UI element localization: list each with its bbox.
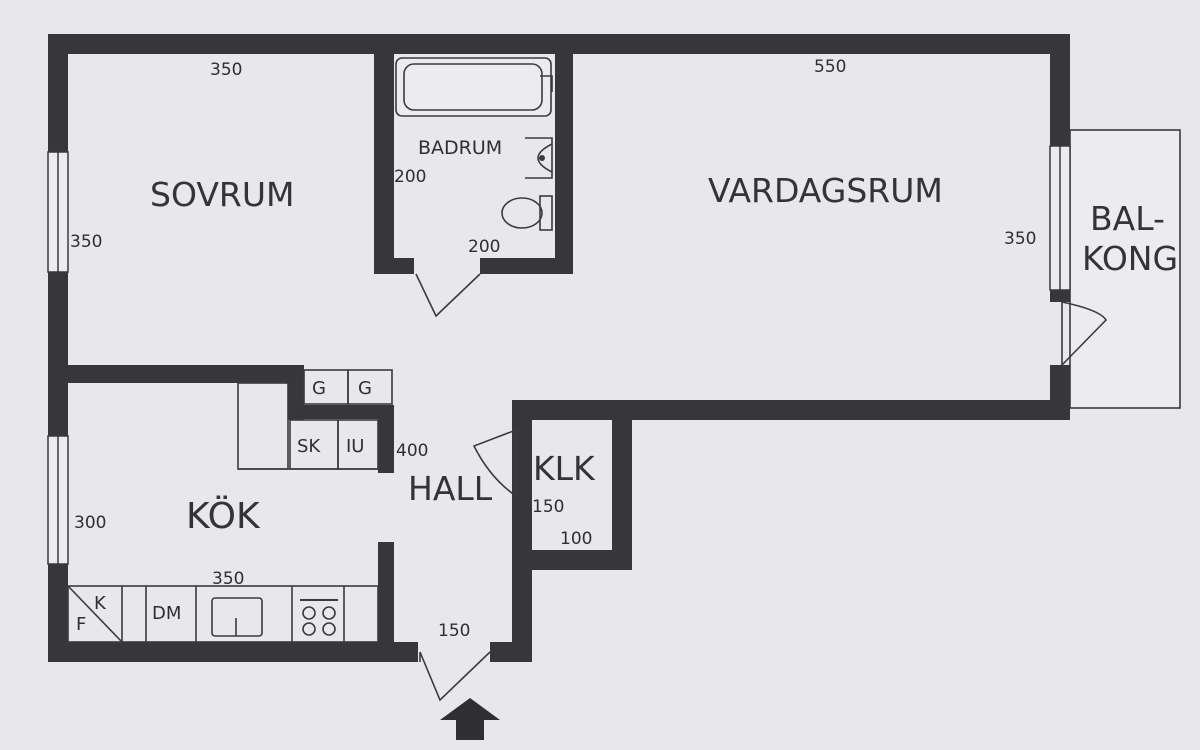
bedroom-kitchen-wall: [48, 365, 303, 383]
dim-living-depth: 350: [1004, 229, 1036, 249]
kitchen-hall-wall-stub: [378, 405, 394, 473]
stove: [300, 599, 338, 636]
room-label-hall: HALL: [408, 469, 493, 508]
dim-closet-depth: 150: [532, 497, 564, 517]
bathroom-sink: [525, 137, 553, 179]
window-kitchen: [47, 435, 69, 565]
room-label-bedroom: SOVRUM: [150, 175, 294, 214]
dim-bathroom-depth: 200: [394, 167, 426, 187]
door-balcony[interactable]: [1061, 301, 1108, 366]
kitchen-hall-wall-lower: [378, 542, 394, 662]
balcony: [1069, 129, 1181, 409]
bathtub: [395, 57, 553, 117]
dim-closet-width: 100: [560, 529, 592, 549]
appliance-dm: DM: [152, 603, 181, 624]
appliance-g2: G: [358, 378, 372, 399]
kitchen-hall-wall-mid: [288, 405, 392, 419]
dim-bedroom-width: 350: [210, 60, 242, 80]
door-bathroom[interactable]: [415, 273, 481, 318]
appliance-iu: IU: [346, 436, 364, 457]
kitchen-upper-cabinets: [237, 369, 393, 470]
room-label-balcony-1: BAL-: [1090, 199, 1165, 238]
appliance-k: K: [94, 593, 107, 614]
window-bedroom: [47, 151, 69, 273]
bathroom-walls: [374, 34, 573, 274]
room-label-kitchen: KÖK: [186, 495, 261, 537]
window-living: [1049, 145, 1071, 291]
dim-bathroom-width: 200: [468, 237, 500, 257]
room-label-balcony-2: KONG: [1082, 239, 1178, 278]
kitchen-sink: [211, 597, 263, 637]
door-entrance[interactable]: [419, 651, 491, 702]
dim-entrance-width: 150: [438, 621, 470, 641]
dim-kitchen-width: 350: [212, 569, 244, 589]
dim-hall-width: 400: [396, 441, 428, 461]
kitchen-counter: [67, 585, 379, 643]
closet-walls: [512, 400, 632, 570]
dim-bedroom-depth: 350: [70, 232, 102, 252]
room-label-bathroom: BADRUM: [418, 137, 502, 159]
appliance-g1: G: [312, 378, 326, 399]
dim-living-width: 550: [814, 57, 846, 77]
room-label-closet: KLK: [533, 449, 596, 488]
entrance-arrow-icon: [440, 698, 500, 740]
door-closet[interactable]: [472, 429, 517, 497]
room-label-living: VARDAGSRUM: [708, 171, 943, 210]
appliance-f: F: [76, 614, 86, 635]
dim-kitchen-depth: 300: [74, 513, 106, 533]
toilet: [501, 195, 553, 231]
appliance-sk: SK: [297, 436, 321, 457]
